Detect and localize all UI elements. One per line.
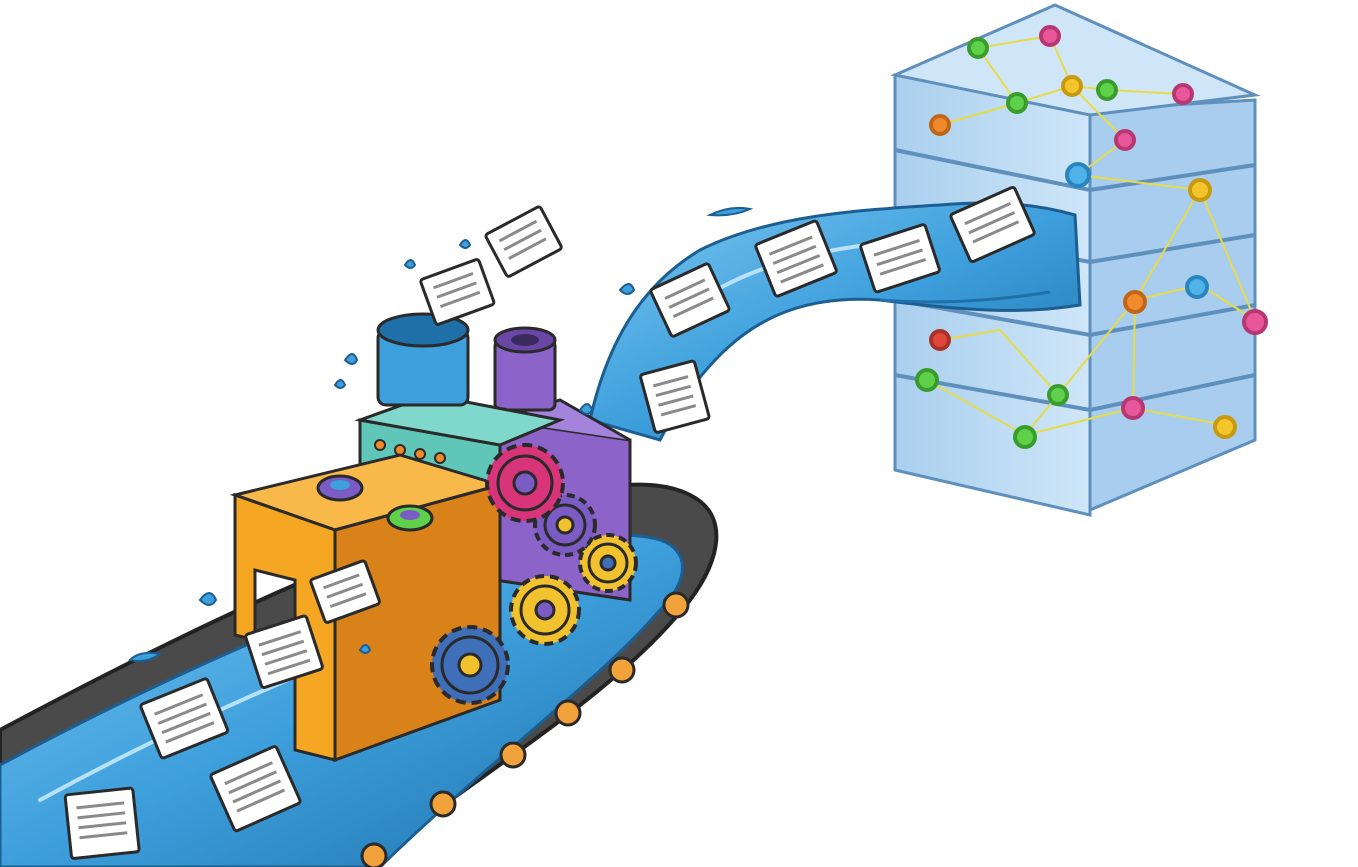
processing-machine — [229, 312, 632, 763]
gear-icon — [430, 625, 510, 705]
database-icon — [890, 3, 1268, 517]
belt-rollers — [360, 591, 690, 867]
network-edges — [926, 34, 1258, 437]
gear-icon — [509, 574, 581, 646]
gear-icon — [578, 533, 638, 593]
gear-icon — [485, 443, 565, 523]
water-splash-icon — [128, 206, 754, 663]
document-icon — [63, 185, 1036, 860]
